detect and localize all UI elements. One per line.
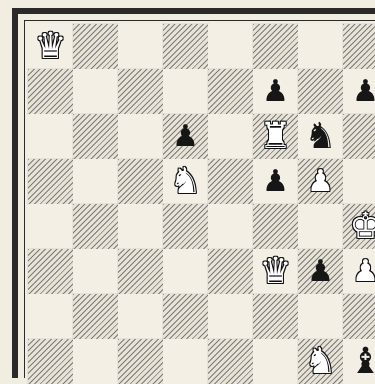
square-g7 <box>298 69 343 114</box>
square-f2 <box>253 294 298 339</box>
square-d7 <box>163 69 208 114</box>
square-a4 <box>28 204 73 249</box>
square-h4: ♚ <box>343 204 375 249</box>
black-pawn-icon: ♟ <box>343 69 375 114</box>
square-c5 <box>118 159 163 204</box>
square-h6 <box>343 114 375 159</box>
square-h3: ♟ <box>343 249 375 294</box>
square-g3: ♟ <box>298 249 343 294</box>
square-a3 <box>28 249 73 294</box>
square-g8 <box>298 24 343 69</box>
square-c8 <box>118 24 163 69</box>
square-f1 <box>253 339 298 384</box>
white-knight-icon: ♞ <box>163 159 208 204</box>
square-c7 <box>118 69 163 114</box>
square-b1 <box>73 339 118 384</box>
square-e1 <box>208 339 253 384</box>
square-b2 <box>73 294 118 339</box>
square-h7: ♟ <box>343 69 375 114</box>
white-knight-icon: ♞ <box>298 339 343 384</box>
square-b6 <box>73 114 118 159</box>
square-a6 <box>28 114 73 159</box>
square-g6: ♞ <box>298 114 343 159</box>
white-king-icon: ♚ <box>343 204 375 249</box>
white-pawn-icon: ♟ <box>298 159 343 204</box>
square-b7 <box>73 69 118 114</box>
square-d5: ♞ <box>163 159 208 204</box>
square-c3 <box>118 249 163 294</box>
square-f3: ♛ <box>253 249 298 294</box>
black-pawn-icon: ♟ <box>163 114 208 159</box>
square-a5 <box>28 159 73 204</box>
square-g4 <box>298 204 343 249</box>
square-b3 <box>73 249 118 294</box>
black-bishop-icon: ♝ <box>343 339 375 384</box>
square-e4 <box>208 204 253 249</box>
square-h8 <box>343 24 375 69</box>
chess-board: ♛♟♟♟♜♞♞♟♟♚♛♟♟♞♝ <box>28 24 375 384</box>
square-b8 <box>73 24 118 69</box>
square-c6 <box>118 114 163 159</box>
square-c1 <box>118 339 163 384</box>
square-a2 <box>28 294 73 339</box>
square-d1 <box>163 339 208 384</box>
square-d8 <box>163 24 208 69</box>
square-f4 <box>253 204 298 249</box>
square-b4 <box>73 204 118 249</box>
square-g1: ♞ <box>298 339 343 384</box>
square-h2 <box>343 294 375 339</box>
square-d2 <box>163 294 208 339</box>
square-c4 <box>118 204 163 249</box>
square-b5 <box>73 159 118 204</box>
square-a1 <box>28 339 73 384</box>
square-d6: ♟ <box>163 114 208 159</box>
square-e8 <box>208 24 253 69</box>
square-e3 <box>208 249 253 294</box>
square-f6: ♜ <box>253 114 298 159</box>
white-pawn-icon: ♟ <box>343 249 375 294</box>
square-c2 <box>118 294 163 339</box>
square-g5: ♟ <box>298 159 343 204</box>
black-pawn-icon: ♟ <box>298 249 343 294</box>
square-h1: ♝ <box>343 339 375 384</box>
chess-diagram-frame: ♛♟♟♟♜♞♞♟♟♚♛♟♟♞♝ <box>12 8 375 378</box>
square-d3 <box>163 249 208 294</box>
square-f5: ♟ <box>253 159 298 204</box>
square-g2 <box>298 294 343 339</box>
white-queen-icon: ♛ <box>253 249 298 294</box>
square-a7 <box>28 69 73 114</box>
white-queen-icon: ♛ <box>28 24 73 69</box>
square-a8: ♛ <box>28 24 73 69</box>
black-pawn-icon: ♟ <box>253 69 298 114</box>
square-e7 <box>208 69 253 114</box>
square-f8 <box>253 24 298 69</box>
square-h5 <box>343 159 375 204</box>
black-knight-icon: ♞ <box>298 114 343 159</box>
square-e6 <box>208 114 253 159</box>
square-d4 <box>163 204 208 249</box>
square-f7: ♟ <box>253 69 298 114</box>
white-rook-icon: ♜ <box>253 114 298 159</box>
square-e5 <box>208 159 253 204</box>
square-e2 <box>208 294 253 339</box>
black-pawn-icon: ♟ <box>253 159 298 204</box>
